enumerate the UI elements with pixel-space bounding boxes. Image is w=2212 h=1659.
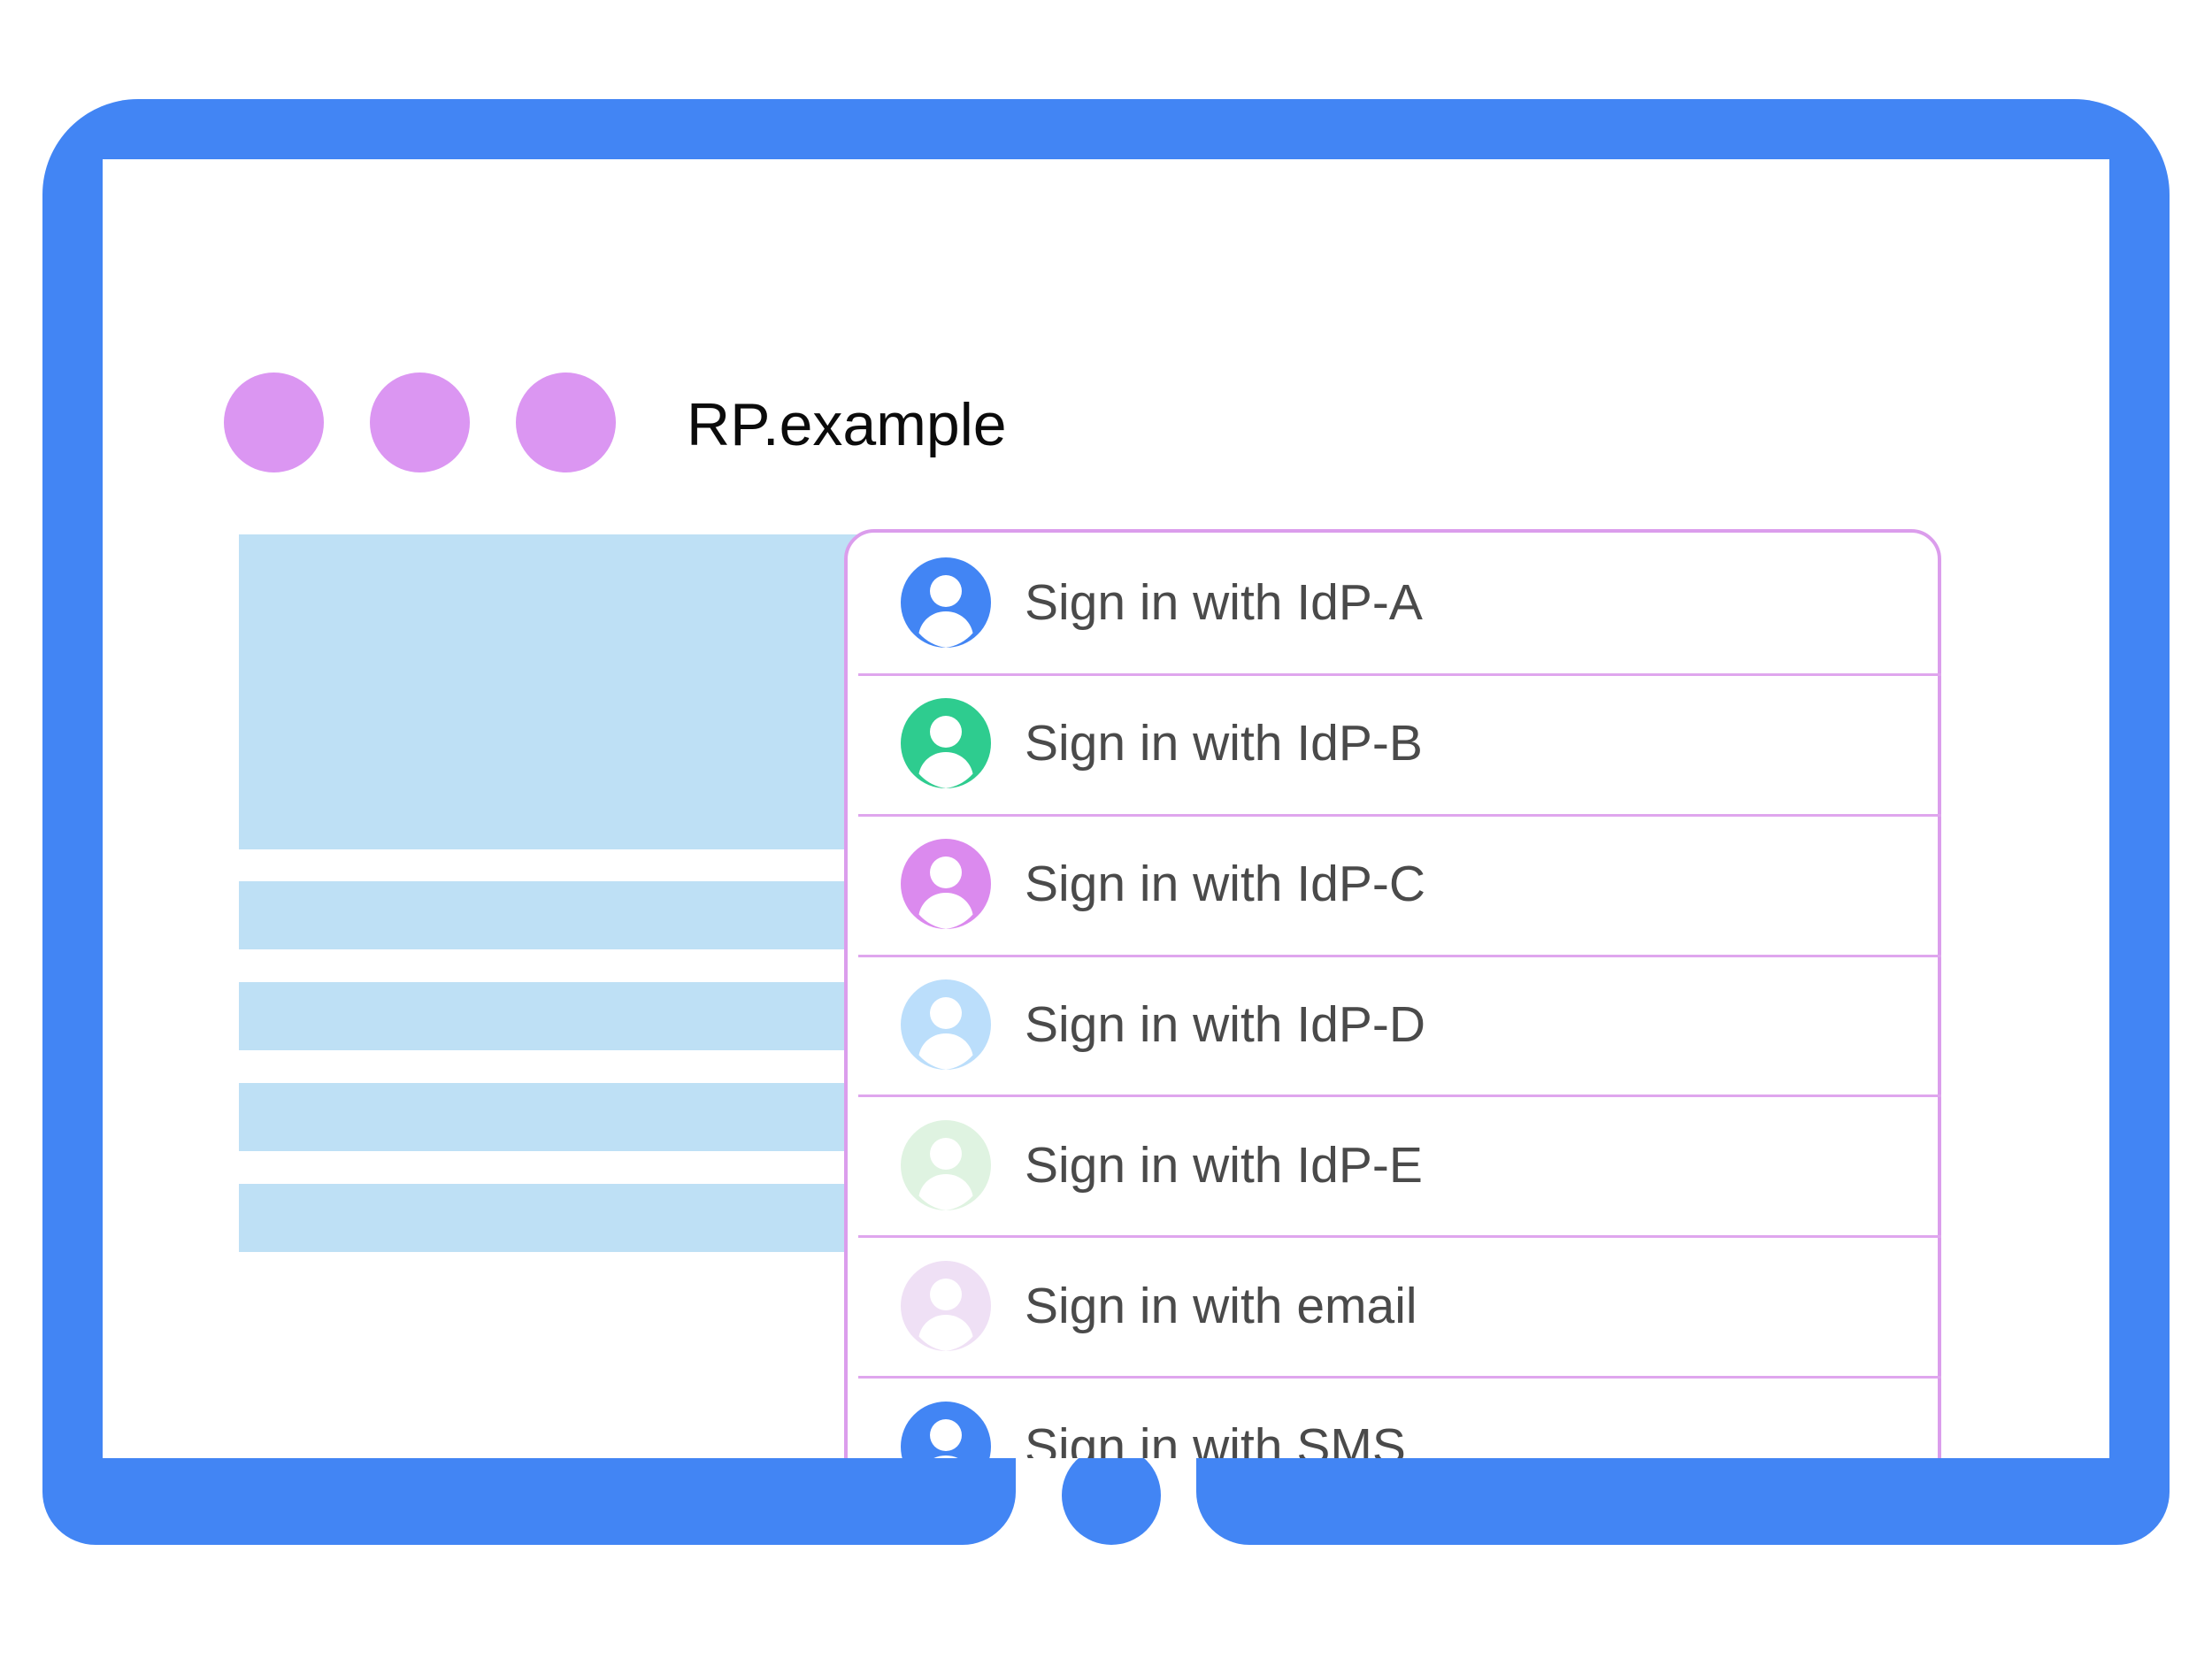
account-label: Sign in with SMS	[1025, 1417, 1406, 1458]
account-label: Sign in with email	[1025, 1277, 1417, 1334]
account-avatar-icon	[901, 1260, 991, 1351]
account-row[interactable]: Sign in with IdP-A	[848, 533, 1938, 673]
account-row[interactable]: Sign in with IdP-B	[848, 672, 1941, 814]
account-row[interactable]: Sign in with IdP-C	[848, 813, 1941, 955]
account-row[interactable]: Sign in with IdP-D	[848, 954, 1941, 1095]
account-avatar-icon	[901, 839, 991, 930]
account-row[interactable]: Sign in with SMS	[848, 1376, 1941, 1458]
account-label: Sign in with IdP-A	[1025, 574, 1423, 632]
account-avatar-icon	[901, 979, 991, 1070]
page-title: RP.example	[687, 391, 1007, 458]
account-row[interactable]: Sign in with IdP-E	[848, 1094, 1941, 1235]
account-chooser-dialog: Sign in with IdP-A Sign in with IdP-B Sign…	[844, 529, 1941, 1458]
account-avatar-icon	[901, 1119, 991, 1210]
account-label: Sign in with IdP-E	[1025, 1136, 1423, 1194]
account-avatar-icon	[901, 557, 991, 649]
window-dot-1-icon[interactable]	[224, 373, 324, 472]
account-list: Sign in with IdP-A Sign in with IdP-B Sign…	[848, 533, 1941, 1458]
account-label: Sign in with IdP-C	[1025, 856, 1426, 913]
account-label: Sign in with IdP-D	[1025, 996, 1426, 1053]
account-avatar-icon	[901, 698, 991, 789]
account-avatar-icon	[901, 1401, 991, 1458]
device-bezel-bottom-left	[42, 1458, 1016, 1545]
account-row[interactable]: Sign in with email	[848, 1235, 1941, 1376]
device-bezel-bottom-right	[1196, 1458, 2170, 1545]
account-label: Sign in with IdP-B	[1025, 715, 1423, 772]
window-dot-3-icon[interactable]	[516, 373, 616, 472]
title-bar: RP.example	[103, 159, 2109, 472]
window-dot-2-icon[interactable]	[370, 373, 470, 472]
home-button[interactable]	[1062, 1446, 1161, 1545]
